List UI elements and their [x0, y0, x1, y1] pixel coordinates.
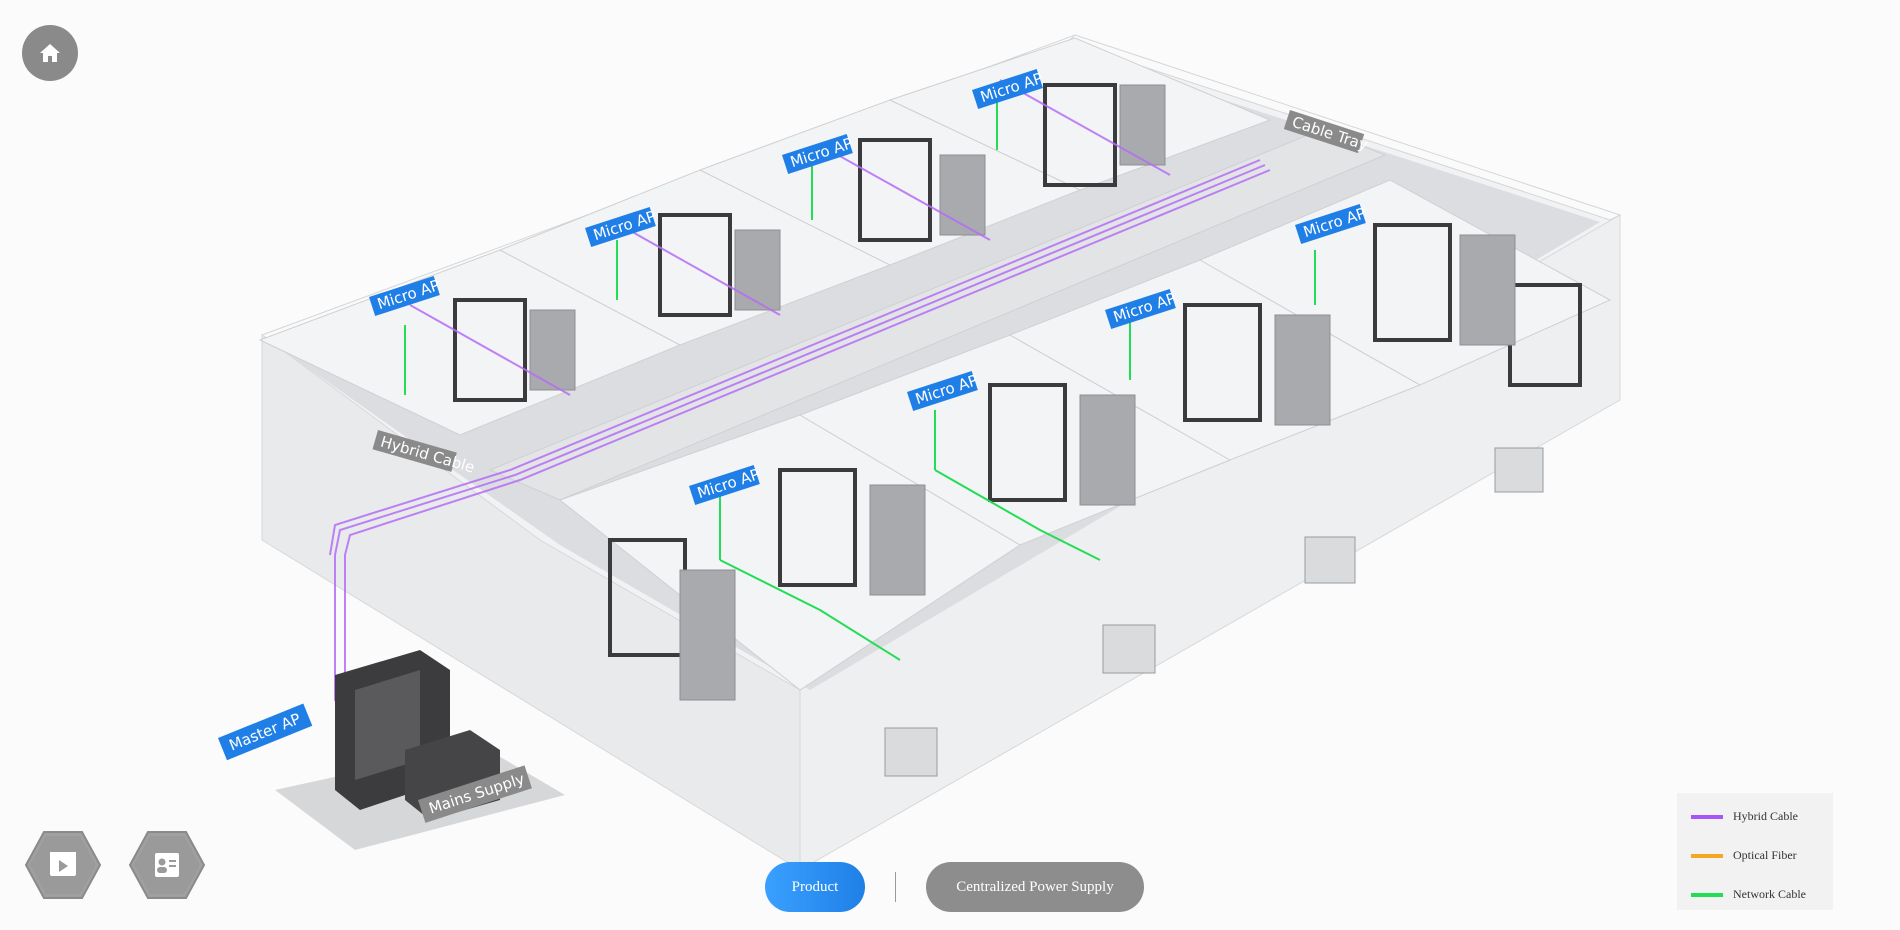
legend-label: Optical Fiber — [1733, 848, 1797, 862]
legend-label: Network Cable — [1733, 887, 1806, 901]
network-cable-route — [404, 100, 1316, 661]
legend-swatch-network — [1691, 892, 1723, 897]
video-play-icon — [50, 852, 76, 876]
contact-button[interactable] — [128, 830, 206, 900]
master-ap-label: Master AP — [217, 703, 313, 761]
legend-swatch-hybrid — [1691, 814, 1723, 819]
dorm-furniture — [453, 83, 1582, 657]
legend-item: Hybrid Cable — [1691, 807, 1819, 826]
home-icon — [40, 44, 60, 62]
bottom-nav: Product Centralized Power Supply — [765, 862, 1144, 912]
nav-divider — [895, 872, 896, 902]
centralized-power-tab[interactable]: Centralized Power Supply — [926, 862, 1144, 912]
home-button[interactable] — [22, 25, 78, 81]
legend-item: Network Cable — [1691, 885, 1819, 904]
video-button[interactable] — [24, 830, 102, 900]
cable-legend: Hybrid Cable Optical Fiber Network Cable — [1677, 793, 1833, 910]
legend-swatch-fiber — [1691, 853, 1723, 858]
legend-item: Optical Fiber — [1691, 846, 1819, 865]
contact-card-icon — [155, 853, 179, 877]
product-tab[interactable]: Product — [765, 862, 865, 912]
legend-label: Hybrid Cable — [1733, 809, 1798, 823]
